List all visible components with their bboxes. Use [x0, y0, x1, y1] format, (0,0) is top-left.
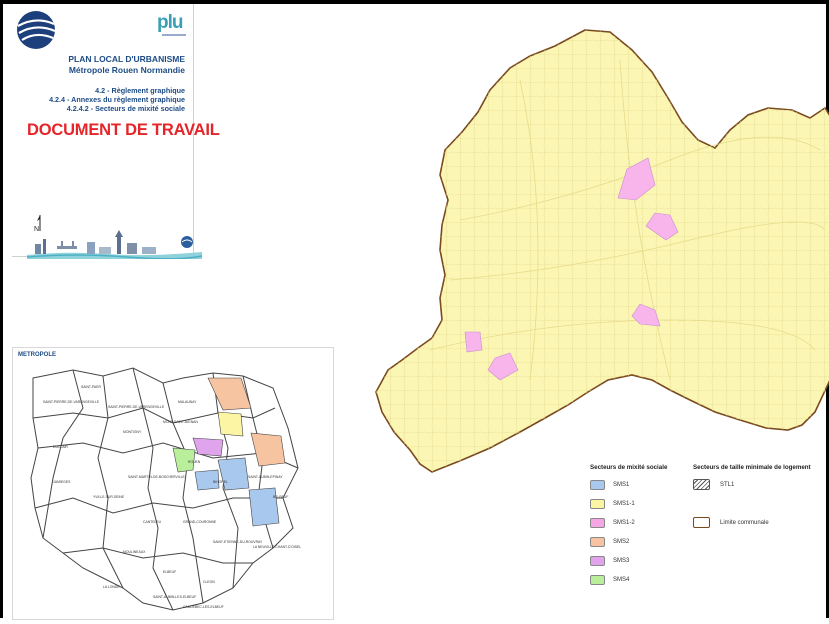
svg-text:JUMIEGES: JUMIEGES: [53, 480, 71, 484]
cover-sub-line1: 4.2 - Règlement graphique: [95, 86, 185, 95]
svg-text:CAUDEBEC-LES-ELBEUF: CAUDEBEC-LES-ELBEUF: [183, 605, 224, 609]
svg-text:ELBEUF: ELBEUF: [163, 570, 176, 574]
svg-text:DUCLAIR: DUCLAIR: [53, 445, 68, 449]
svg-text:SAINT-MARTIN-DE-BOSCHERVILLE: SAINT-MARTIN-DE-BOSCHERVILLE: [128, 475, 186, 479]
cover-sub-line2: 4.2.4 - Annexes du règlement graphique: [49, 95, 185, 104]
svg-text:BIHOREL: BIHOREL: [213, 480, 228, 484]
plu-logo-underline: [162, 34, 186, 36]
boundary-swatch: [693, 517, 710, 528]
legend-heading-taille: Secteurs de taille minimale de logement: [693, 464, 811, 471]
svg-text:MONT-SAINT-AIGNAN: MONT-SAINT-AIGNAN: [163, 420, 198, 424]
legend-swatch: [590, 499, 605, 509]
legend-swatch: [590, 537, 605, 547]
svg-text:SAINT-ETIENNE-DU-ROUVRAY: SAINT-ETIENNE-DU-ROUVRAY: [213, 540, 263, 544]
metropole-logo-icon: [17, 11, 56, 49]
legend-swatch: [590, 480, 605, 490]
svg-text:MALAUNAY: MALAUNAY: [178, 400, 197, 404]
svg-text:MOULINEAUX: MOULINEAUX: [123, 550, 146, 554]
svg-text:BELBEUF: BELBEUF: [273, 495, 288, 499]
north-arrow-icon: N: [34, 215, 41, 232]
plu-logo: plu: [157, 12, 183, 33]
frame-top-border: [0, 0, 829, 4]
sms-zone-2: [645, 212, 679, 241]
cover-title: PLAN LOCAL D'URBANISME Métropole Rouen N…: [68, 54, 185, 76]
legend-label: SMS4: [613, 577, 630, 583]
sms-zones: [464, 157, 679, 381]
sms-zone-4: [464, 331, 483, 353]
legend-item-limite: Limite communale: [693, 517, 769, 528]
metropole-inset-map: METROPOLE SAINT-PAER SAINT-: [12, 347, 334, 620]
legend-item-sms4: SMS4: [590, 575, 629, 585]
svg-text:SAINT-PIERRE-DE-VARENGEVILLE: SAINT-PIERRE-DE-VARENGEVILLE: [43, 400, 100, 404]
inset-title: METROPOLE: [18, 352, 57, 358]
city-skyline-illustration: [27, 230, 202, 259]
svg-text:MONTIGNY: MONTIGNY: [123, 430, 142, 434]
cover-sheet: plu PLAN LOCAL D'URBANISME Métropole Rou…: [12, 4, 220, 259]
svg-text:YVILLE-SUR-SEINE: YVILLE-SUR-SEINE: [93, 495, 125, 499]
svg-text:SAINT-AUBIN-LES-ELBEUF: SAINT-AUBIN-LES-ELBEUF: [153, 595, 196, 599]
sms-zone-3: [631, 303, 661, 327]
sms-zone-5: [487, 352, 519, 381]
map-legend: Secteurs de mixité sociale Secteurs de t…: [585, 460, 829, 610]
svg-text:LA NEUVILLE-CHANT-D'OISEL: LA NEUVILLE-CHANT-D'OISEL: [253, 545, 301, 549]
cover-title-line2: Métropole Rouen Normandie: [68, 65, 185, 75]
legend-swatch: [590, 575, 605, 585]
cover-title-line1: PLAN LOCAL D'URBANISME: [68, 54, 185, 64]
legend-label: SMS1-1: [613, 501, 635, 507]
legend-label: SMS1-2: [613, 520, 635, 526]
cover-sub-line3: 4.2.4.2 - Secteurs de mixité sociale: [66, 104, 185, 113]
svg-text:SAINT-PIERRE-DE-VARENGEVILLE: SAINT-PIERRE-DE-VARENGEVILLE: [108, 405, 165, 409]
svg-text:CANTELEU: CANTELEU: [143, 520, 162, 524]
sms-zone-1: [617, 157, 656, 201]
legend-item-sms3: SMS3: [590, 556, 629, 566]
svg-text:CLEON: CLEON: [203, 580, 215, 584]
legend-heading-mixite: Secteurs de mixité sociale: [590, 464, 668, 471]
svg-text:SAINT-AUBIN-EPINAY: SAINT-AUBIN-EPINAY: [248, 475, 283, 479]
inset-map-graphic: SAINT-PAER SAINT-PIERRE-DE-VARENGEVILLE …: [30, 367, 301, 611]
legend-label: SMS2: [613, 539, 630, 545]
document-de-travail-stamp: DOCUMENT DE TRAVAIL: [27, 121, 220, 139]
legend-item-sms2: SMS2: [590, 537, 629, 547]
legend-item-sms1-1: SMS1-1: [590, 499, 635, 509]
svg-text:ROUEN: ROUEN: [188, 460, 201, 464]
svg-text:LA LONDE: LA LONDE: [103, 585, 120, 589]
svg-text:GRAND-COURONNE: GRAND-COURONNE: [183, 520, 217, 524]
legend-swatch: [590, 556, 605, 566]
legend-swatch: [590, 518, 605, 528]
legend-item-sms1-2: SMS1-2: [590, 518, 635, 528]
svg-text:SAINT-PAER: SAINT-PAER: [81, 385, 101, 389]
cover-subtitle: 4.2 - Règlement graphique 4.2.4 - Annexe…: [49, 86, 185, 113]
legend-item-stl1: STL1: [693, 479, 734, 490]
legend-item-sms1: SMS1: [590, 480, 629, 490]
legend-label: SMS1: [613, 482, 630, 488]
frame-left-border: [0, 0, 3, 618]
hatch-swatch: [693, 479, 710, 490]
legend-label: Limite communale: [720, 519, 769, 526]
legend-label: STL1: [720, 481, 735, 488]
legend-label: SMS3: [613, 558, 630, 564]
svg-text:N: N: [34, 226, 39, 232]
commune-map: [375, 29, 829, 473]
